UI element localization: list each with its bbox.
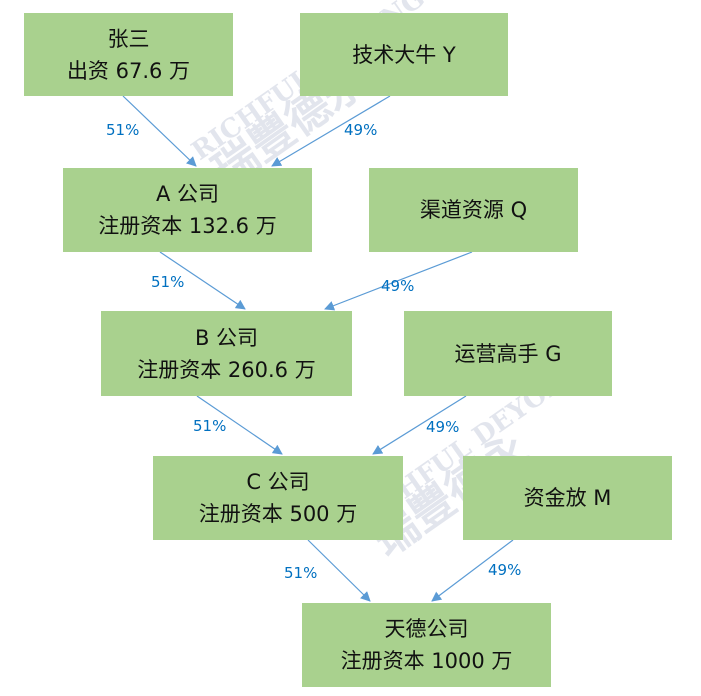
- node-capital: 注册资本 260.6 万: [137, 357, 316, 382]
- arrow-ops-c: [372, 395, 467, 455]
- node-fund-m: 资金放 M: [463, 456, 672, 540]
- node-name: A 公司: [155, 182, 220, 206]
- edge-label: 49%: [426, 418, 460, 436]
- edge-label: 51%: [151, 273, 185, 291]
- edge-label: 49%: [381, 277, 415, 295]
- node-capital: 注册资本 132.6 万: [98, 214, 277, 238]
- arrow-channel-b: [324, 251, 473, 311]
- edge-label: 49%: [488, 561, 522, 579]
- arrow-b-c: [196, 395, 283, 455]
- node-name: 资金放 M: [523, 486, 612, 510]
- node-capital: 注册资本 1000 万: [340, 649, 513, 673]
- arrow-fund-tiande: [431, 539, 514, 602]
- node-name: 张三: [107, 26, 150, 51]
- node-name: 天德公司: [384, 617, 469, 641]
- arrow-a-b: [159, 251, 246, 310]
- arrow-tech-a: [271, 95, 391, 167]
- edge-label: 51%: [193, 417, 227, 435]
- node-company-b: B 公司 注册资本 260.6 万: [101, 311, 352, 396]
- node-name: 运营高手 G: [454, 341, 562, 366]
- node-capital: 注册资本 500 万: [198, 502, 358, 526]
- node-name: 技术大牛 Y: [352, 42, 456, 67]
- node-name: B 公司: [194, 325, 259, 350]
- node-ops-g: 运营高手 G: [404, 311, 612, 396]
- node-capital: 出资 67.6 万: [66, 58, 191, 83]
- edge-label: 51%: [106, 121, 140, 139]
- node-name: C 公司: [246, 470, 310, 494]
- node-name: 渠道资源 Q: [419, 198, 528, 222]
- edge-label: 49%: [344, 121, 378, 139]
- arrow-c-tiande: [307, 539, 371, 602]
- node-company-a: A 公司 注册资本 132.6 万: [63, 168, 312, 252]
- node-channel-q: 渠道资源 Q: [369, 168, 578, 252]
- node-company-c: C 公司 注册资本 500 万: [153, 456, 403, 540]
- arrow-zhangsan-a: [122, 95, 197, 167]
- node-zhangsan: 张三 出资 67.6 万: [24, 13, 233, 96]
- node-tech-y: 技术大牛 Y: [300, 13, 508, 96]
- edge-label: 51%: [284, 564, 318, 582]
- node-tiande: 天德公司 注册资本 1000 万: [302, 603, 551, 687]
